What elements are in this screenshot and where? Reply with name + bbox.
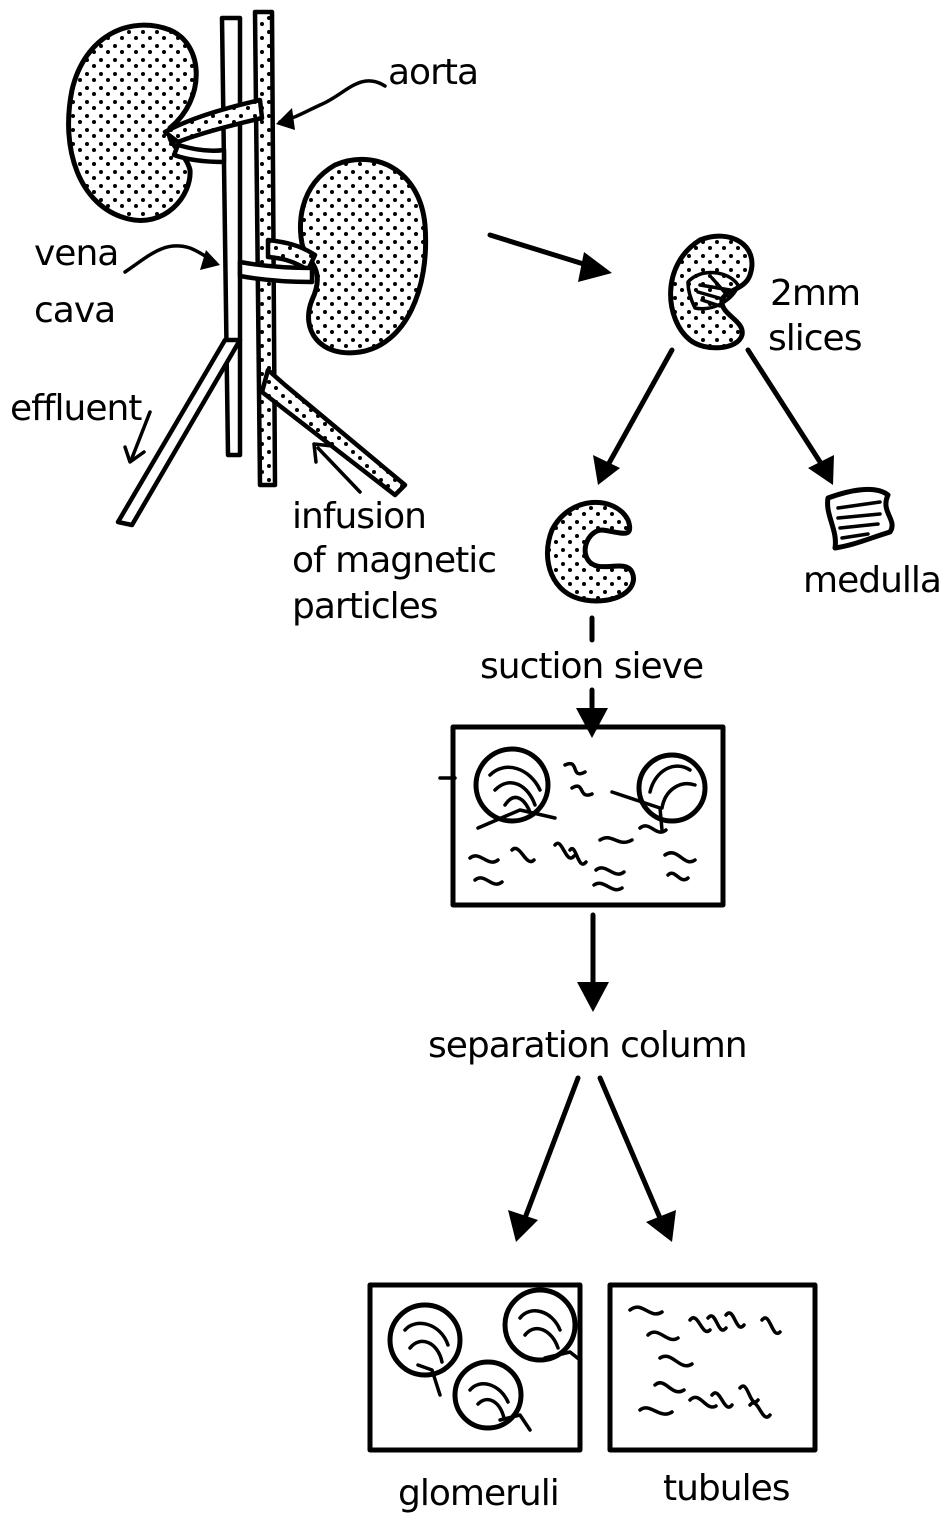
- mixed-suspension-box: [440, 727, 723, 905]
- label-tubules: tubules: [663, 1468, 790, 1509]
- aorta-pointer-line: [280, 81, 385, 122]
- cortex-piece: [547, 502, 633, 601]
- label-glomeruli: glomeruli: [398, 1473, 559, 1514]
- arrow-kidney-to-slices: [490, 235, 590, 266]
- label-aorta: aorta: [388, 52, 478, 93]
- arrow-to-tubules: [600, 1078, 660, 1218]
- label-medulla: medulla: [803, 560, 941, 601]
- arrow-slices-to-cortex: [608, 350, 672, 465]
- aorta-pointer-arrowhead: [276, 108, 295, 130]
- label-separation-column: separation column: [428, 1025, 747, 1066]
- sieve-arrow-head: [576, 708, 608, 738]
- label-infusion-line2: of magnetic: [292, 540, 496, 581]
- arrow-slices-to-medulla: [748, 350, 822, 465]
- medulla-piece: [828, 489, 893, 548]
- arrow-to-glomeruli-head: [508, 1210, 538, 1242]
- arrow-to-glomeruli: [525, 1078, 578, 1218]
- arrow-kidney-to-slices-head: [578, 252, 612, 282]
- arrow-slices-to-cortex-head: [593, 455, 620, 485]
- arrow-to-separation-head: [577, 982, 609, 1012]
- vena-cava-vessel: [222, 18, 240, 455]
- glomeruli-box: [370, 1285, 580, 1450]
- label-slices-line2: slices: [768, 318, 861, 359]
- label-slices-line1: 2mm: [770, 273, 860, 314]
- label-vena-cava-line2: cava: [34, 290, 115, 331]
- label-effluent: effluent: [10, 388, 142, 429]
- effluent-tube: [118, 340, 240, 525]
- tubules-box: [610, 1285, 815, 1450]
- label-infusion-line1: infusion: [292, 496, 426, 537]
- kidney-slice: [671, 236, 752, 348]
- label-infusion-line3: particles: [292, 586, 438, 627]
- label-suction-sieve: suction sieve: [480, 646, 703, 687]
- label-vena-cava-line1: vena: [34, 233, 118, 274]
- infusion-tube: [262, 370, 405, 495]
